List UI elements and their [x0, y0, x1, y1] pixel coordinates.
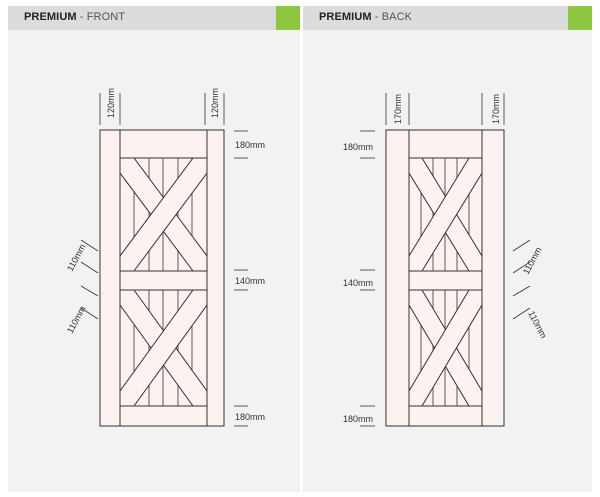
front-dimensions — [80, 93, 248, 427]
dim-brace-upper: 110mm — [65, 242, 88, 273]
back-dimensions — [360, 93, 531, 427]
dim-rail-top: 180mm — [235, 140, 265, 150]
dim-rail-bottom: 180mm — [235, 412, 265, 422]
dim-stile-right: 170mm — [491, 94, 501, 124]
dim-brace-lower: 110mm — [526, 309, 549, 340]
door-front — [99, 129, 225, 427]
dim-stile-left: 170mm — [393, 94, 403, 124]
panel-header-back: PREMIUM - BACK — [303, 6, 592, 30]
panel-header-front: PREMIUM - FRONT — [8, 6, 300, 30]
dim-rail-mid: 140mm — [343, 278, 373, 288]
door-outline — [99, 129, 225, 427]
dim-brace-lower: 110mm — [65, 304, 88, 335]
dim-rail-mid: 140mm — [235, 276, 265, 286]
dim-stile-right: 120mm — [210, 88, 220, 118]
panel-title-back: PREMIUM - BACK — [319, 11, 413, 23]
dim-rail-bottom: 180mm — [343, 414, 373, 424]
header-accent — [276, 6, 300, 30]
panel-title-front: PREMIUM - FRONT — [24, 11, 126, 23]
dim-rail-top: 180mm — [343, 142, 373, 152]
dim-brace-upper: 110mm — [521, 245, 544, 276]
door-back — [385, 129, 505, 427]
dim-stile-left: 120mm — [106, 88, 116, 118]
header-accent — [568, 6, 592, 30]
